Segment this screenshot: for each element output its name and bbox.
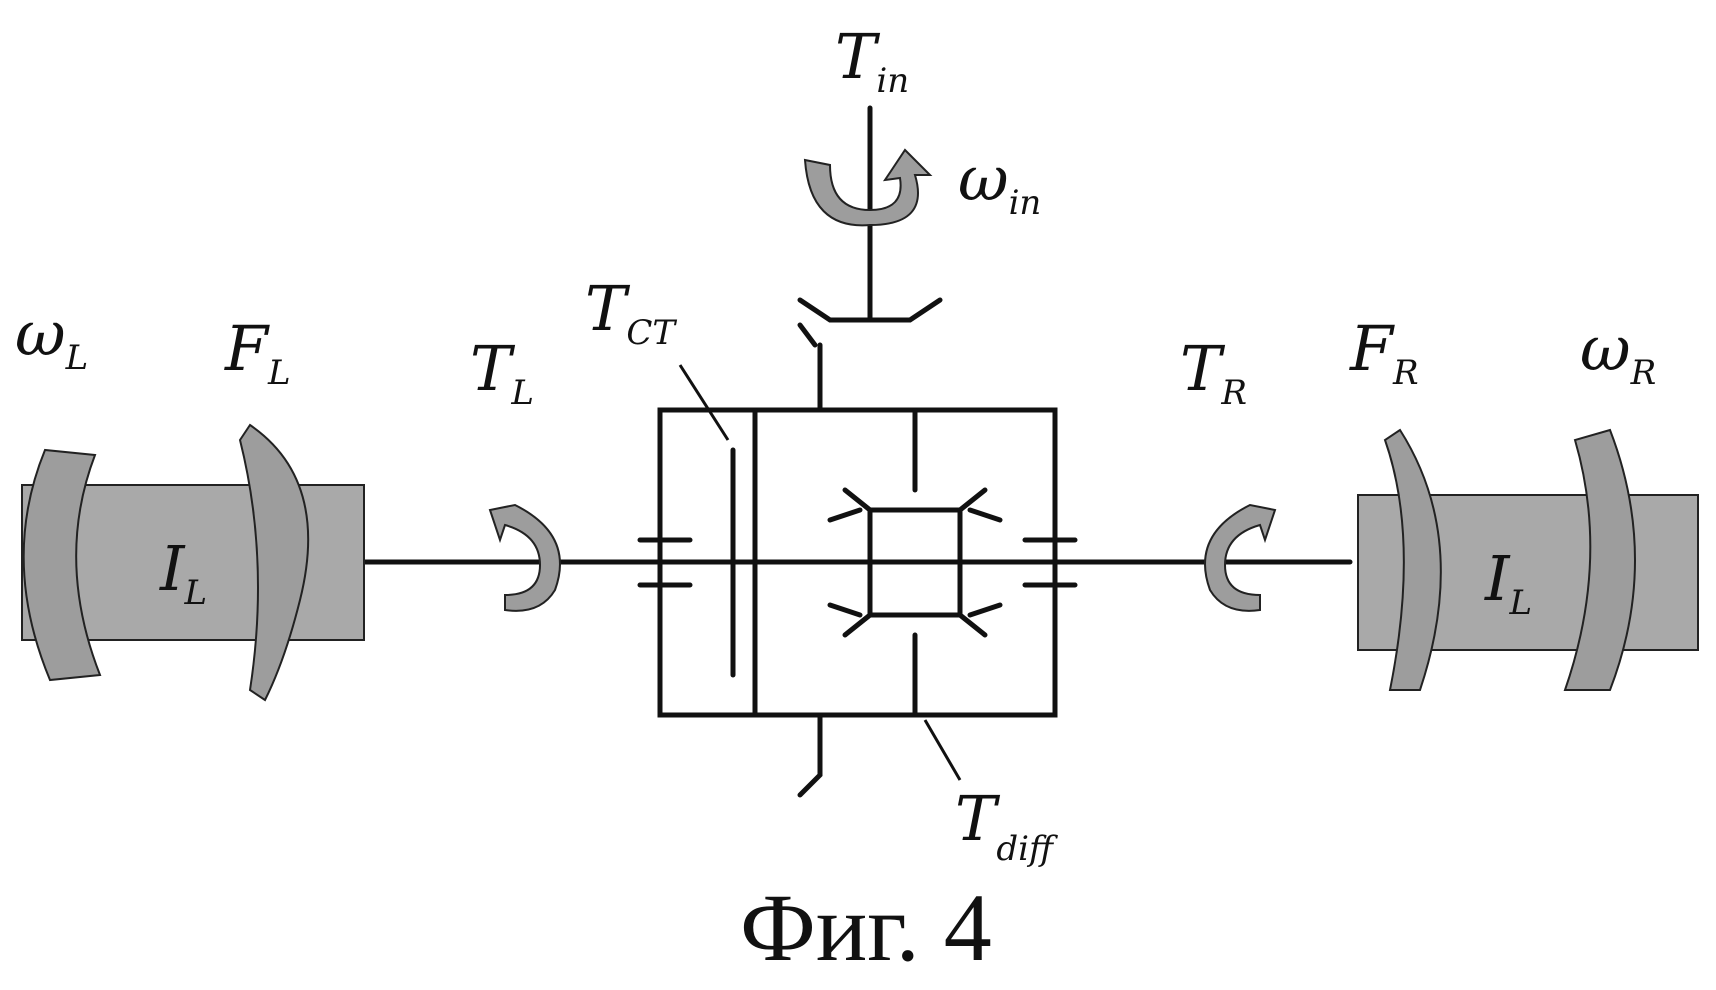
- input-rotation-arrow: [803, 148, 933, 227]
- tct-pointer: [678, 364, 730, 441]
- label-f-r: FR: [1349, 312, 1419, 393]
- label-t-r: TR: [1180, 332, 1247, 413]
- right-bearing: [1022, 537, 1078, 588]
- label-i-left: IL: [159, 532, 207, 613]
- label-omega-in: ωin: [958, 142, 1041, 223]
- label-t-ct: TCT: [585, 272, 677, 353]
- right-omega-arrow: [1563, 428, 1636, 691]
- tdiff-pointer: [923, 719, 962, 781]
- bevel-teeth: [842, 487, 988, 638]
- right-force-arrow: [1383, 428, 1442, 691]
- label-i-right: IL: [1484, 542, 1532, 623]
- lower-stub: [797, 712, 823, 798]
- label-t-diff: Tdiff: [955, 782, 1058, 869]
- input-bevel-gear: [797, 297, 943, 323]
- label-f-l: FL: [224, 312, 291, 393]
- label-t-l: TL: [470, 332, 534, 413]
- label-t-in: Tin: [835, 20, 909, 101]
- left-bearing: [637, 537, 693, 588]
- figure-caption: Фиг. 4: [740, 874, 992, 981]
- label-omega-l: ωL: [15, 297, 88, 378]
- bevel-teeth-outer: [827, 507, 1003, 618]
- input-bevel-tooth-left: [797, 322, 818, 348]
- left-torque-arrow: [488, 503, 561, 612]
- right-torque-arrow: [1204, 503, 1277, 612]
- left-force-arrow: [238, 423, 310, 702]
- label-omega-r: ωR: [1580, 312, 1656, 393]
- left-omega-arrow: [22, 448, 102, 682]
